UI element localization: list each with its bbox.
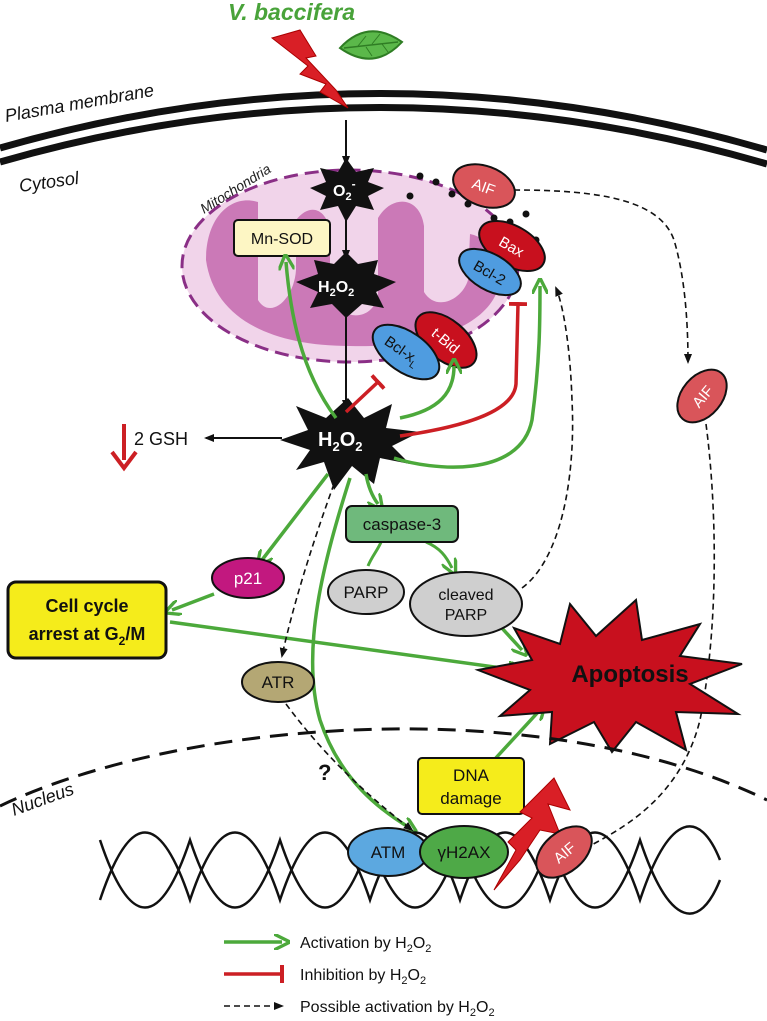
dna-damage-label-1: DNA [453, 766, 490, 785]
activation-caspase-to-parp [366, 539, 384, 567]
parp-node [327, 569, 405, 615]
inhibition-of-bclxl [344, 374, 386, 414]
apoptosis-label: Apoptosis [571, 661, 688, 688]
caspase3-box [345, 505, 459, 543]
nuclear-envelope [0, 727, 767, 808]
atr-label: ATR [262, 673, 295, 692]
activation-cleaved-to-apoptosis [498, 624, 522, 650]
h2o2-mito-label: H2O2 [318, 279, 354, 299]
nuclear-lightning-bolt-icon [493, 777, 571, 891]
cell-cycle-label-1: Cell cycle [45, 596, 128, 616]
cell-cycle-label-2: arrest at G2/M [29, 624, 146, 648]
possible-cleaved-parp-feedback [521, 286, 574, 589]
legend: Activation by H2O2 Inhibition by H2O2 Po… [224, 935, 495, 1019]
plant-title: V. baccifera [228, 0, 355, 25]
h2o2-central-label: H2O2 [318, 429, 362, 454]
activation-to-gh2ax [310, 477, 410, 828]
nucleus-label: Nucleus [9, 779, 77, 820]
caspase3-label: caspase-3 [363, 515, 441, 534]
legend-possible-label: Possible activation by H2O2 [300, 999, 495, 1019]
lightning-bolt-icon [270, 29, 349, 109]
activation-arrest-to-apoptosis [169, 620, 516, 670]
h2o2-central-burst [280, 398, 420, 490]
aif-cyto-node [676, 368, 728, 424]
dna-damage-label-2: damage [440, 789, 501, 808]
parp-label: PARP [343, 583, 388, 602]
possible-aif-to-nucleus [580, 423, 716, 851]
gsh-label: 2 GSH [134, 429, 188, 449]
inhibition-of-bcl2 [399, 301, 528, 438]
gh2ax-node [419, 825, 509, 879]
cleaved-parp-label-2: PARP [445, 607, 487, 624]
bclxl-node [371, 323, 441, 381]
activation-to-caspase3 [364, 473, 378, 504]
bcl2-node [458, 247, 522, 297]
possible-aif-release [513, 189, 692, 364]
cleaved-parp-label-1: cleaved [438, 587, 493, 604]
superoxide-label: O2- [333, 177, 356, 203]
activation-to-tbid [399, 366, 454, 420]
gh2ax-label: γH2AX [438, 843, 491, 862]
activation-to-p21 [262, 472, 330, 560]
atr-node [241, 661, 315, 703]
aif-nuc-node [535, 825, 593, 879]
question-mark: ? [318, 760, 331, 785]
leaf-icon [338, 30, 404, 60]
h2o2-mito-burst [296, 252, 396, 318]
activation-dna-to-apoptosis [492, 710, 540, 762]
activation-caspase-to-cleaved [425, 540, 452, 568]
legend-inhibition-label: Inhibition by H2O2 [300, 967, 426, 987]
cleaved-parp-node [409, 571, 523, 637]
gsh-down-arrowhead-icon [110, 450, 138, 472]
plasma-membrane [0, 90, 767, 168]
dna-damage-box [417, 757, 525, 815]
p21-node [211, 557, 285, 599]
superoxide-burst [310, 158, 384, 222]
aif-mito-node [452, 163, 516, 209]
aif-mito-label: AIF [470, 175, 498, 199]
legend-activation-label: Activation by H2O2 [300, 935, 431, 955]
activation-to-bax [393, 286, 540, 469]
atm-label: ATM [371, 843, 406, 862]
activation-to-mn-sod [286, 262, 338, 420]
mn-sod-label: Mn-SOD [251, 231, 313, 248]
cell-cycle-arrest-box [6, 580, 168, 660]
possible-h2o2-to-atr [279, 483, 335, 658]
apoptosis-burst [474, 598, 743, 754]
cytosol-label: Cytosol [18, 168, 81, 196]
p21-label: p21 [234, 569, 262, 588]
possible-atr-to-atm [285, 703, 414, 832]
activation-p21-to-arrest [172, 592, 215, 610]
